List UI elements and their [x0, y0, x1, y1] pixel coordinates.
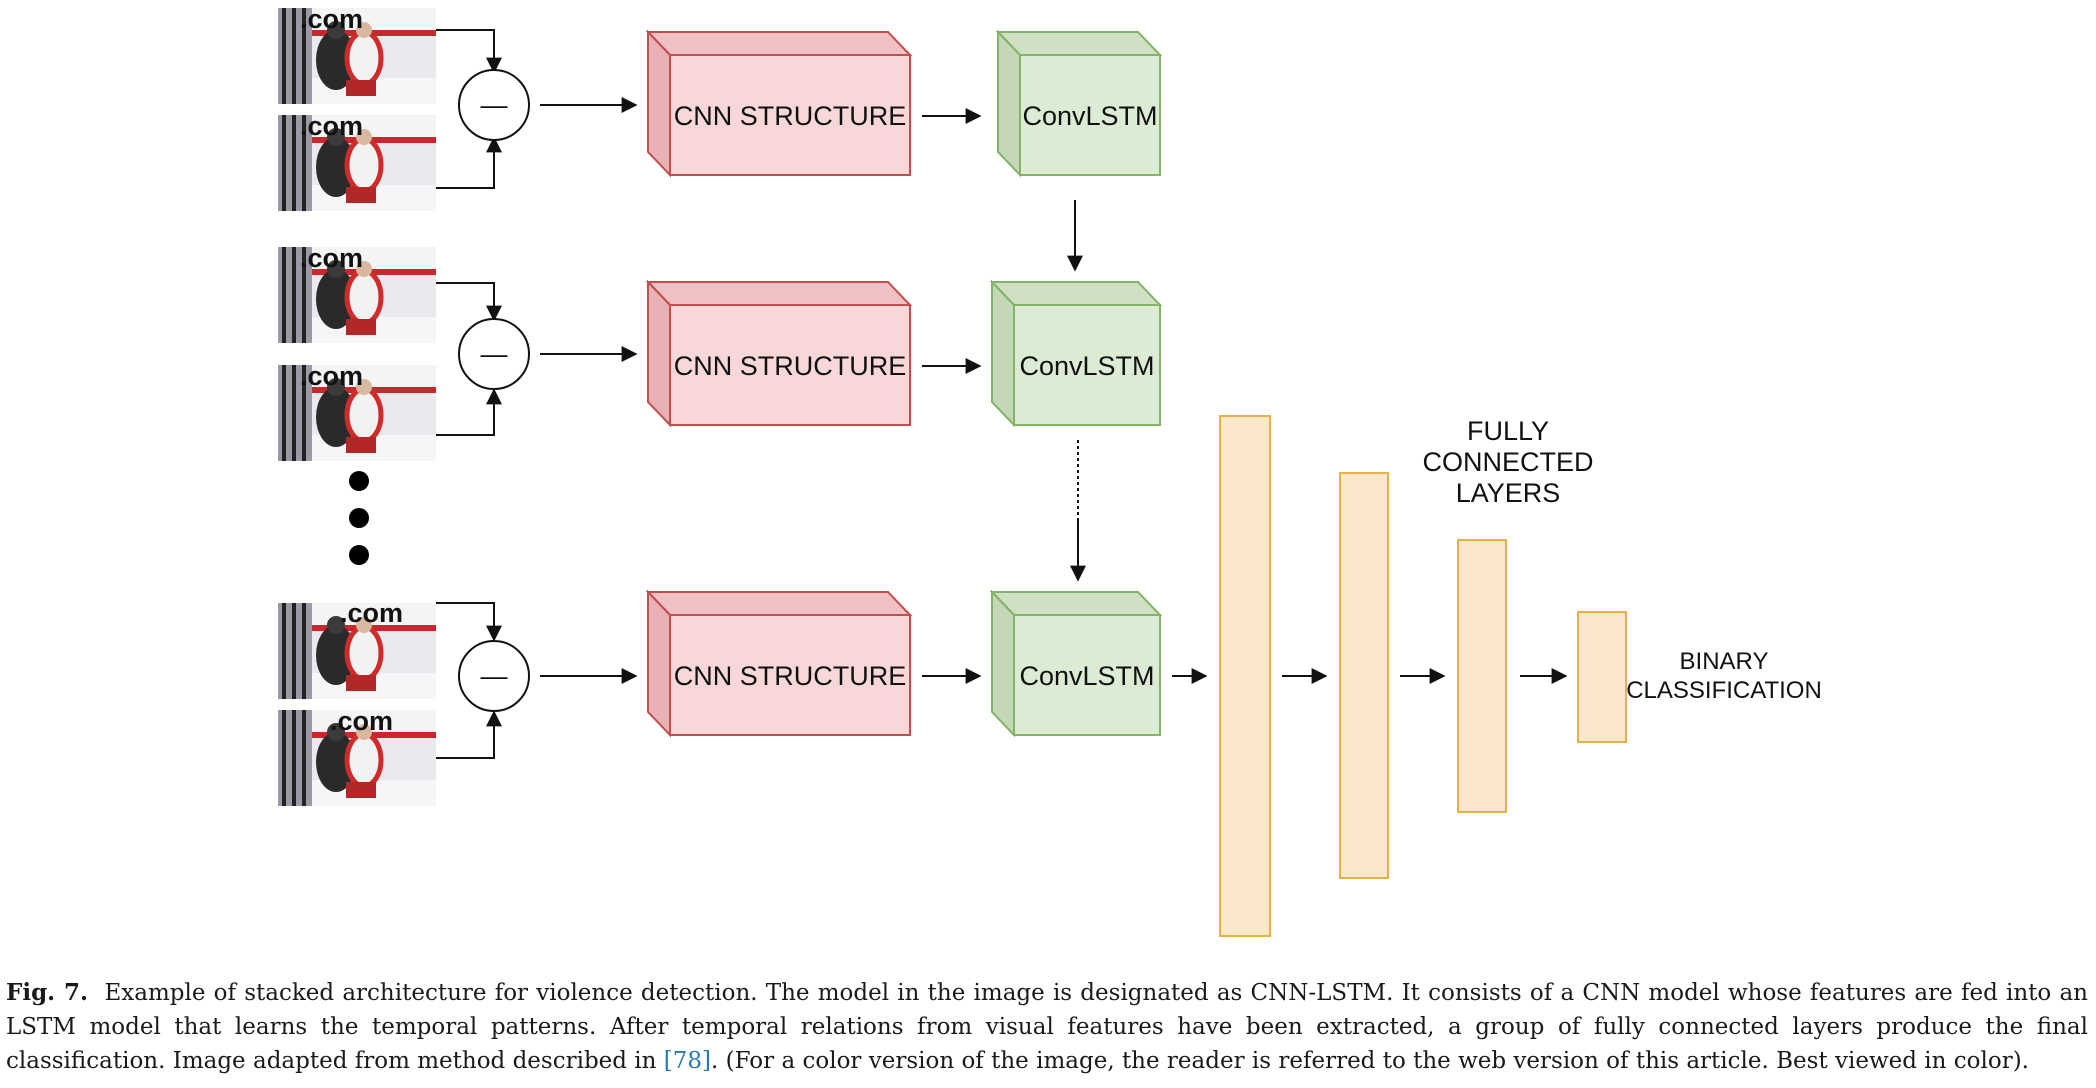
subtract-node [458, 640, 530, 712]
ellipsis-dots [349, 471, 369, 565]
subtract-symbol: — [481, 90, 508, 120]
video-frame-1a: .com [278, 4, 436, 104]
cnn-structure-block: CNN STRUCTURE [645, 29, 913, 178]
frame-watermark: .com [300, 361, 363, 391]
svg-text:CLASSIFICATION: CLASSIFICATION [1626, 677, 1822, 704]
output-layer [1577, 611, 1627, 743]
svg-text:BINARY: BINARY [1680, 648, 1769, 675]
video-frame-2b: .com [278, 361, 436, 461]
reference-link[interactable]: [78] [663, 1048, 712, 1074]
frame-watermark: .com [300, 111, 363, 141]
architecture-diagram: .com .com — CNN STRUCTURE ConvLSTM .c [0, 4, 1822, 937]
fc-layer-2 [1339, 472, 1389, 879]
caption-text-end: . (For a color version of the image, the… [711, 1048, 2029, 1074]
figure-caption: Fig. 7. Example of stacked architecture … [6, 976, 2088, 1078]
convlstm-label: ConvLSTM [1019, 351, 1154, 381]
video-frame-2a: .com [278, 243, 436, 343]
cnn-structure-block: CNN STRUCTURE [645, 589, 913, 738]
fc-layer-1 [1219, 415, 1271, 937]
binary-classification-label: BINARY CLASSIFICATION [1626, 648, 1822, 704]
caption-text: Example of stacked architecture for viol… [6, 980, 2088, 1074]
convlstm-block: ConvLSTM [989, 589, 1163, 738]
fc-layers-label: FULLY CONNECTED LAYERS [1422, 416, 1593, 508]
subtract-symbol: — [481, 339, 508, 369]
cnn-label: CNN STRUCTURE [674, 351, 907, 381]
svg-text:CONNECTED: CONNECTED [1422, 447, 1593, 477]
subtract-symbol: — [481, 661, 508, 691]
fc-layer-3 [1457, 539, 1507, 813]
convlstm-block: ConvLSTM [989, 279, 1163, 428]
pipeline-row-2: .com .com — CNN STRUCTURE ConvLSTM [278, 243, 1163, 461]
cnn-structure-block: CNN STRUCTURE [645, 279, 913, 428]
convlstm-block: ConvLSTM [995, 29, 1163, 178]
pipeline-row-n: .com .com — CNN STRUCTURE ConvLSTM [278, 589, 1163, 806]
frame-watermark: .com [300, 4, 363, 34]
cnn-label: CNN STRUCTURE [674, 101, 907, 131]
svg-text:LAYERS: LAYERS [1456, 478, 1561, 508]
convlstm-label: ConvLSTM [1019, 661, 1154, 691]
frame-watermark: .com [340, 598, 403, 628]
subtract-node [458, 69, 530, 141]
caption-label: Fig. 7. [6, 979, 89, 1006]
video-frame-na: .com [278, 598, 436, 699]
pipeline-row-1: .com .com — CNN STRUCTURE ConvLSTM [278, 4, 1163, 211]
convlstm-label: ConvLSTM [1022, 101, 1157, 131]
svg-text:FULLY: FULLY [1467, 416, 1549, 446]
frame-watermark: .com [330, 706, 393, 736]
cnn-label: CNN STRUCTURE [674, 661, 907, 691]
video-frame-nb: .com [278, 706, 436, 806]
frame-watermark: .com [300, 243, 363, 273]
subtract-node [458, 318, 530, 390]
video-frame-1b: .com [278, 111, 436, 211]
